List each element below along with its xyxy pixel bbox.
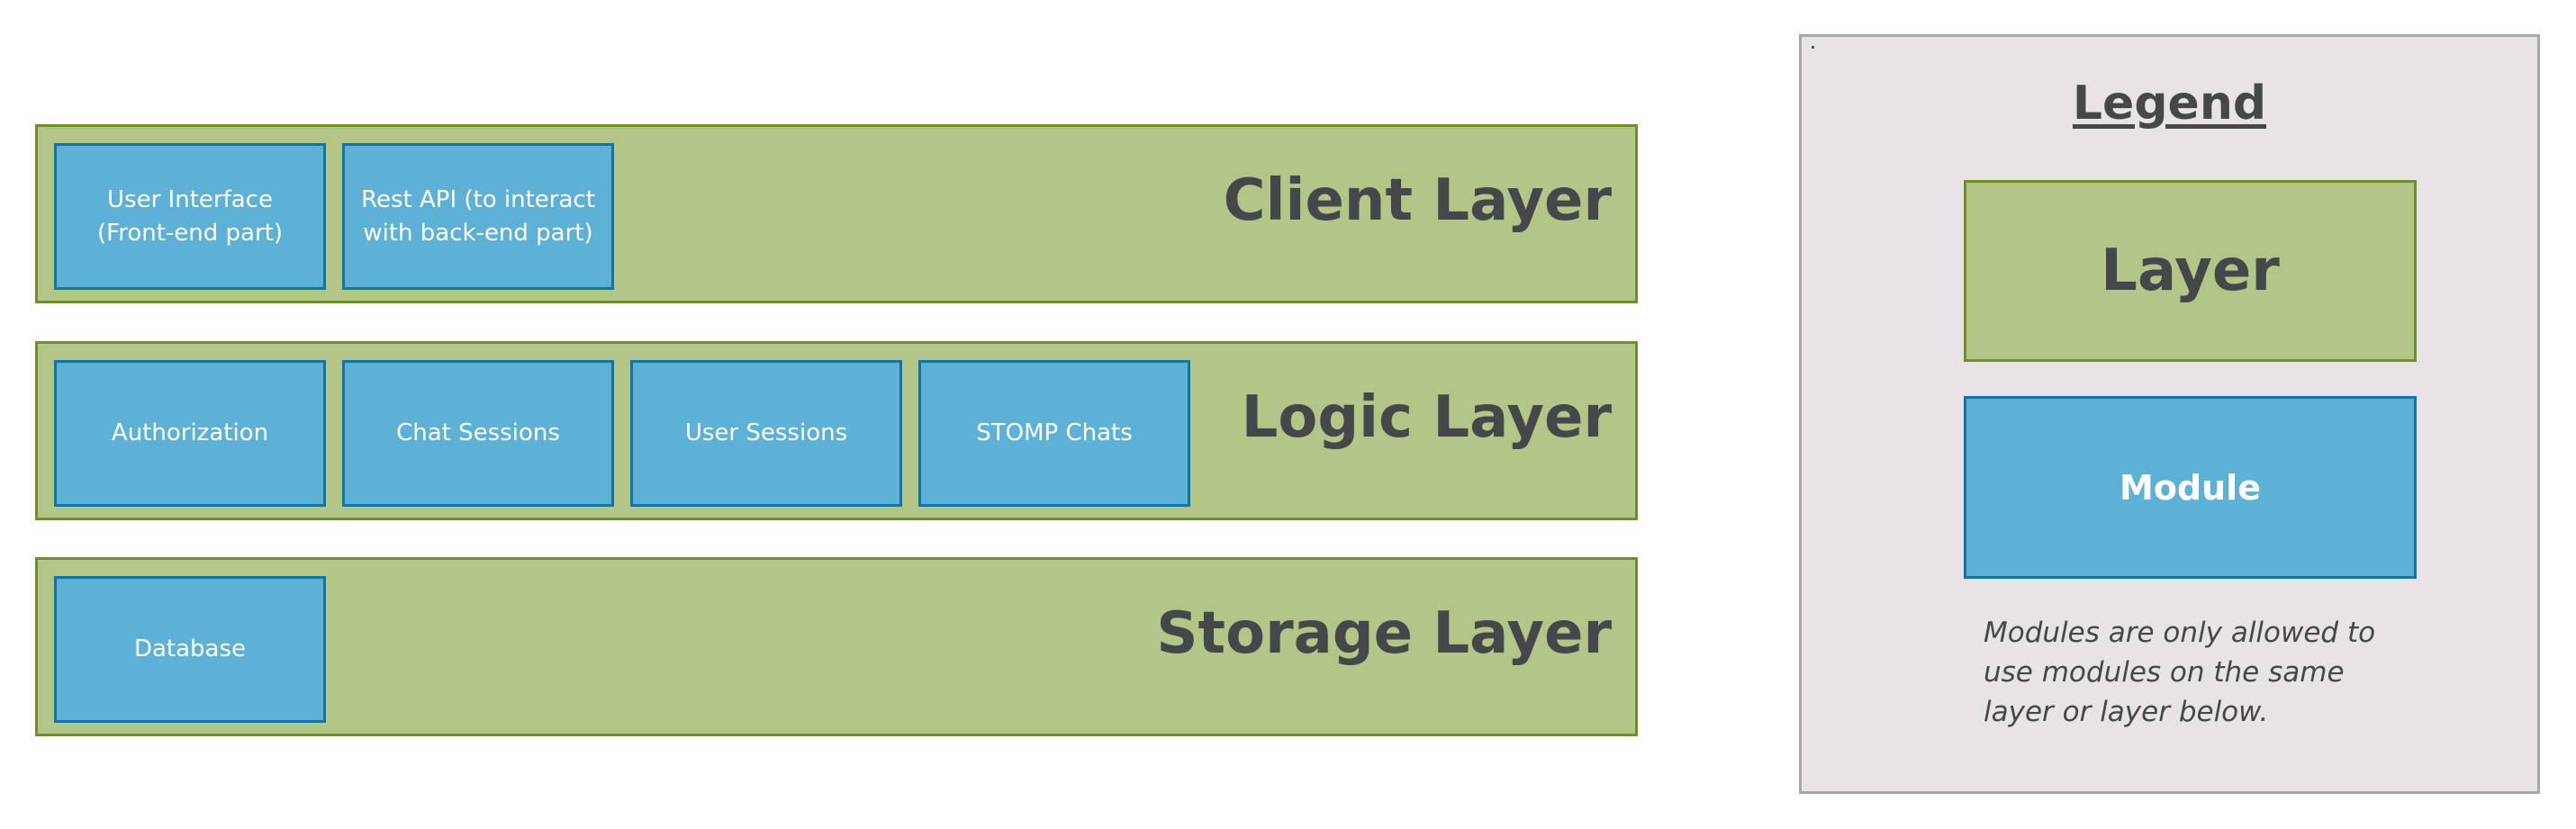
legend-layer-swatch: Layer <box>1964 180 2417 362</box>
legend-module-swatch: Module <box>1964 396 2417 579</box>
module-rest-api: Rest API (to interact with back-end part… <box>342 143 614 290</box>
storage-layer: Database Storage Layer <box>35 557 1638 736</box>
legend-corner-dot <box>1812 46 1814 49</box>
module-label: Rest API (to interact with back-end part… <box>361 186 595 247</box>
legend-title: Legend <box>2072 77 2267 131</box>
logic-layer-title: Logic Layer <box>1241 384 1612 451</box>
legend-module-label: Module <box>2120 467 2261 508</box>
legend-layer-label: Layer <box>2101 238 2280 304</box>
module-user-sessions: User Sessions <box>630 360 902 507</box>
module-user-interface: User Interface (Front-end part) <box>54 143 326 290</box>
client-layer: User Interface (Front-end part) Rest API… <box>35 124 1638 303</box>
legend-box: Legend Layer Module Modules are only all… <box>1799 34 2540 794</box>
module-label: User Interface (Front-end part) <box>97 186 283 247</box>
module-label: Chat Sessions <box>396 419 560 447</box>
storage-layer-title: Storage Layer <box>1156 600 1612 667</box>
module-database: Database <box>54 576 326 723</box>
module-chat-sessions: Chat Sessions <box>342 360 614 507</box>
module-label: STOMP Chats <box>976 419 1133 447</box>
module-label: Authorization <box>111 419 269 447</box>
client-layer-title: Client Layer <box>1223 167 1612 234</box>
logic-layer: Authorization Chat Sessions User Session… <box>35 341 1638 520</box>
module-label: User Sessions <box>684 419 848 447</box>
legend-note: Modules are only allowed to use modules … <box>1984 617 2376 729</box>
module-stomp-chats: STOMP Chats <box>918 360 1190 507</box>
module-label: Database <box>133 635 247 663</box>
module-authorization: Authorization <box>54 360 326 507</box>
